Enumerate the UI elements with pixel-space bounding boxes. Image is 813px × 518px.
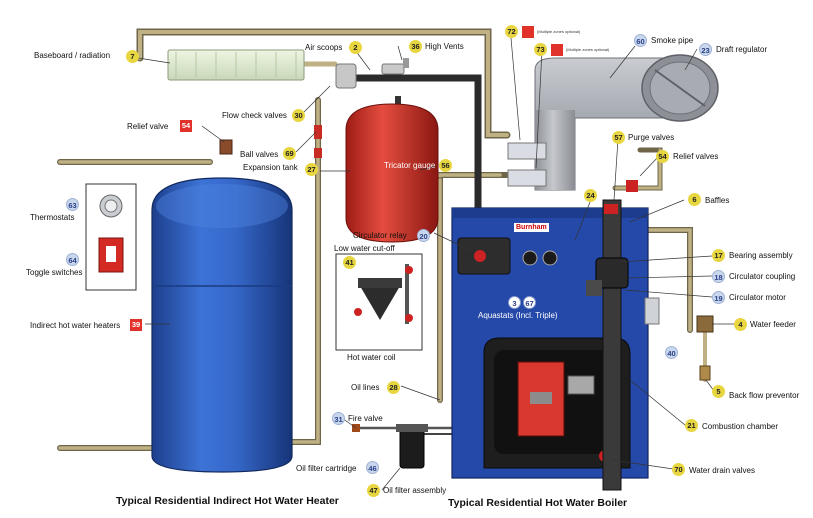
badge-64: 64: [66, 253, 79, 266]
badge-3: 3: [508, 296, 521, 309]
label-tricator: Tricator gauge: [384, 161, 436, 170]
badge-63: 63: [66, 198, 79, 211]
badge-20: 20: [417, 229, 430, 242]
smoke-pipe: [507, 54, 719, 191]
label-relief-valve: Relief valve: [127, 122, 169, 131]
badge-73: 73: [534, 43, 547, 56]
expansion-tank: [335, 58, 439, 243]
indirect-heater-tank: [151, 177, 293, 473]
zone-swatch-72: [522, 26, 534, 38]
label-indirect-heaters: Indirect hot water heaters: [30, 321, 121, 330]
badge-67: 67: [523, 296, 536, 309]
label-fire-valve: Fire valve: [348, 414, 383, 423]
label-water-drain: Water drain valves: [689, 466, 755, 475]
label-thermostats: Thermostats: [30, 213, 75, 222]
badge-24: 24: [584, 189, 597, 202]
badge-57: 57: [612, 131, 625, 144]
note-72: (Multiple zones optional): [537, 29, 581, 34]
badge-54-left: 54: [180, 120, 192, 132]
label-oil-filter-cartridge: Oil filter cartridge: [296, 464, 357, 473]
label-flow-check: Flow check valves: [222, 111, 287, 120]
circulator-pump: [586, 180, 660, 491]
badge-7: 7: [126, 50, 139, 63]
badge-72: 72: [505, 25, 518, 38]
label-relief-valves: Relief valves: [673, 152, 719, 161]
label-circulator-motor: Circulator motor: [729, 293, 786, 302]
label-aquastats: Aquastats (Incl. Triple): [478, 311, 558, 320]
label-baffles: Baffles: [705, 196, 730, 205]
oil-filter-assembly: [352, 424, 428, 469]
label-high-vents: High Vents: [425, 42, 464, 51]
badge-60: 60: [634, 34, 647, 47]
badge-47: 47: [367, 484, 380, 497]
badge-70: 70: [672, 463, 685, 476]
low-water-cutoff-inset: [335, 253, 423, 351]
badge-19: 19: [712, 291, 725, 304]
zone-swatch-73: [551, 44, 563, 56]
label-circulator-relay: Circulator relay: [353, 231, 407, 240]
label-purge-valves: Purge valves: [628, 133, 675, 142]
label-low-water: Low water cut-off: [334, 244, 395, 253]
label-ball-valves: Ball valves: [240, 150, 279, 159]
burnham-logo: Burnham: [514, 223, 549, 232]
label-water-feeder: Water feeder: [750, 320, 796, 329]
water-feeder-assembly: [696, 315, 714, 381]
badge-27: 27: [305, 163, 318, 176]
note-73: (Multiple zones optional): [566, 47, 610, 52]
caption-boiler: Typical Residential Hot Water Boiler: [448, 497, 628, 509]
label-expansion-tank: Expansion tank: [243, 163, 298, 172]
badge-17: 17: [712, 249, 725, 262]
badge-21: 21: [685, 419, 698, 432]
badge-36: 36: [409, 40, 422, 53]
label-combustion-chamber: Combustion chamber: [702, 422, 779, 431]
badge-28: 28: [387, 381, 400, 394]
label-hot-water-coil: Hot water coil: [347, 353, 396, 362]
label-circulator-coupling: Circulator coupling: [729, 272, 796, 281]
badge-6: 6: [688, 193, 701, 206]
badge-46: 46: [366, 461, 379, 474]
label-smoke-pipe: Smoke pipe: [651, 36, 694, 45]
valves-left: [219, 125, 322, 158]
badge-69: 69: [283, 147, 296, 160]
baseboard-radiator: [167, 49, 305, 81]
label-toggle-switches: Toggle switches: [26, 268, 83, 277]
badge-31: 31: [332, 412, 345, 425]
badge-54-right: 54: [656, 150, 669, 163]
label-oil-filter-assembly: Oil filter assembly: [383, 486, 447, 495]
badge-18: 18: [712, 270, 725, 283]
badge-39: 39: [130, 319, 142, 331]
label-draft-regulator: Draft regulator: [716, 45, 768, 54]
badge-23: 23: [699, 43, 712, 56]
badge-30: 30: [292, 109, 305, 122]
badge-56: 56: [439, 159, 452, 172]
label-air-scoops: Air scoops: [305, 43, 343, 52]
badge-4: 4: [734, 318, 747, 331]
caption-heater: Typical Residential Indirect Hot Water H…: [116, 495, 339, 507]
label-baseboard: Baseboard / radiation: [34, 51, 111, 60]
label-bearing-assembly: Bearing assembly: [729, 251, 793, 260]
label-oil-lines: Oil lines: [351, 383, 380, 392]
badge-41: 41: [343, 256, 356, 269]
supply-return-piping: [57, 28, 707, 451]
controls-panel: [85, 183, 137, 291]
badge-2: 2: [349, 41, 362, 54]
badge-40: 40: [665, 346, 678, 359]
badge-5: 5: [712, 385, 725, 398]
label-back-flow: Back flow preventor: [729, 391, 800, 400]
